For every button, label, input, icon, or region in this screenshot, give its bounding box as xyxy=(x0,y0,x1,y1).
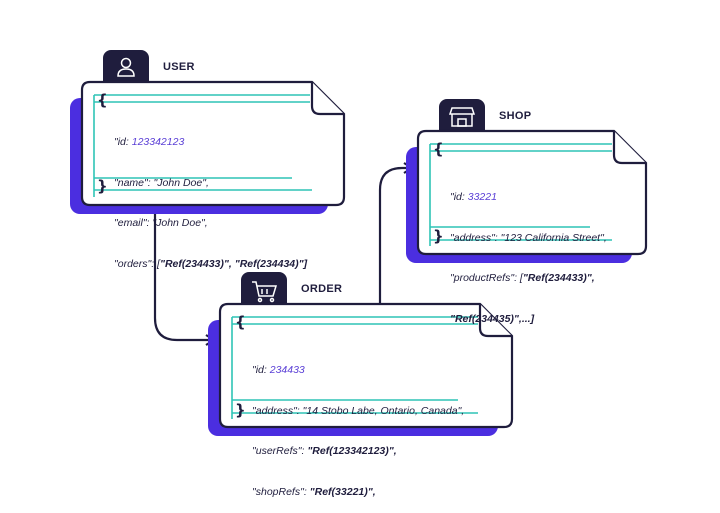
user-line-id: "id: 123342123 xyxy=(114,136,185,148)
connector-order-shop xyxy=(378,166,410,304)
shop-card-body xyxy=(416,129,648,256)
order-code-block: "id: 234433 "address": "14 Stobo Labe, O… xyxy=(252,337,464,513)
shop-close-brace: } xyxy=(433,227,444,245)
cart-icon xyxy=(252,281,278,303)
user-card xyxy=(70,50,346,214)
shop-line-productrefs: "productRefs": ["Ref(234433)", xyxy=(450,272,595,284)
order-line-id: "id: 234433 xyxy=(252,364,305,376)
user-tab xyxy=(103,50,149,90)
user-code-block: "id: 123342123 "name": "John Doe", "emai… xyxy=(114,109,307,285)
user-line-orders: "orders": ["Ref(234433)", "Ref(234434)"] xyxy=(114,257,308,270)
order-line-address: "address": "14 Stobo Labe, Ontario, Cana… xyxy=(252,404,465,417)
shop-open-brace: { xyxy=(433,140,444,158)
order-card xyxy=(208,272,514,436)
user-card-body xyxy=(80,80,346,207)
order-card-fold xyxy=(478,304,512,338)
order-close-brace: } xyxy=(235,401,246,419)
shop-icon xyxy=(448,107,476,127)
user-title: USER xyxy=(163,61,195,73)
shop-line-address: "address": "123 California Street", xyxy=(450,231,607,244)
shop-line-id: "id: 33221 xyxy=(450,191,497,203)
user-line-name: "name": "John Doe", xyxy=(114,176,209,189)
user-card-fold xyxy=(310,82,344,116)
user-open-brace: { xyxy=(97,91,108,109)
shop-code-block: "id: 33221 "address": "123 California St… xyxy=(450,164,607,340)
shop-card-fold xyxy=(612,131,646,165)
user-line-email: "email": "John Doe", xyxy=(114,217,208,229)
user-icon xyxy=(117,57,135,77)
connector-user-order xyxy=(153,207,212,342)
diagram-canvas xyxy=(70,50,648,436)
shop-line-productrefs-cont: "Ref(234435)",...] xyxy=(450,312,535,325)
order-title: ORDER xyxy=(301,283,343,295)
user-close-brace: } xyxy=(97,177,108,195)
shop-card xyxy=(406,99,648,263)
order-line-shoprefs: "shopRefs": "Ref(33221)", xyxy=(252,485,376,498)
order-card-body xyxy=(218,302,514,429)
order-line-userrefs: "userRefs": "Ref(123342123)", xyxy=(252,445,397,457)
order-open-brace: { xyxy=(235,313,246,331)
shop-title: SHOP xyxy=(499,110,532,122)
